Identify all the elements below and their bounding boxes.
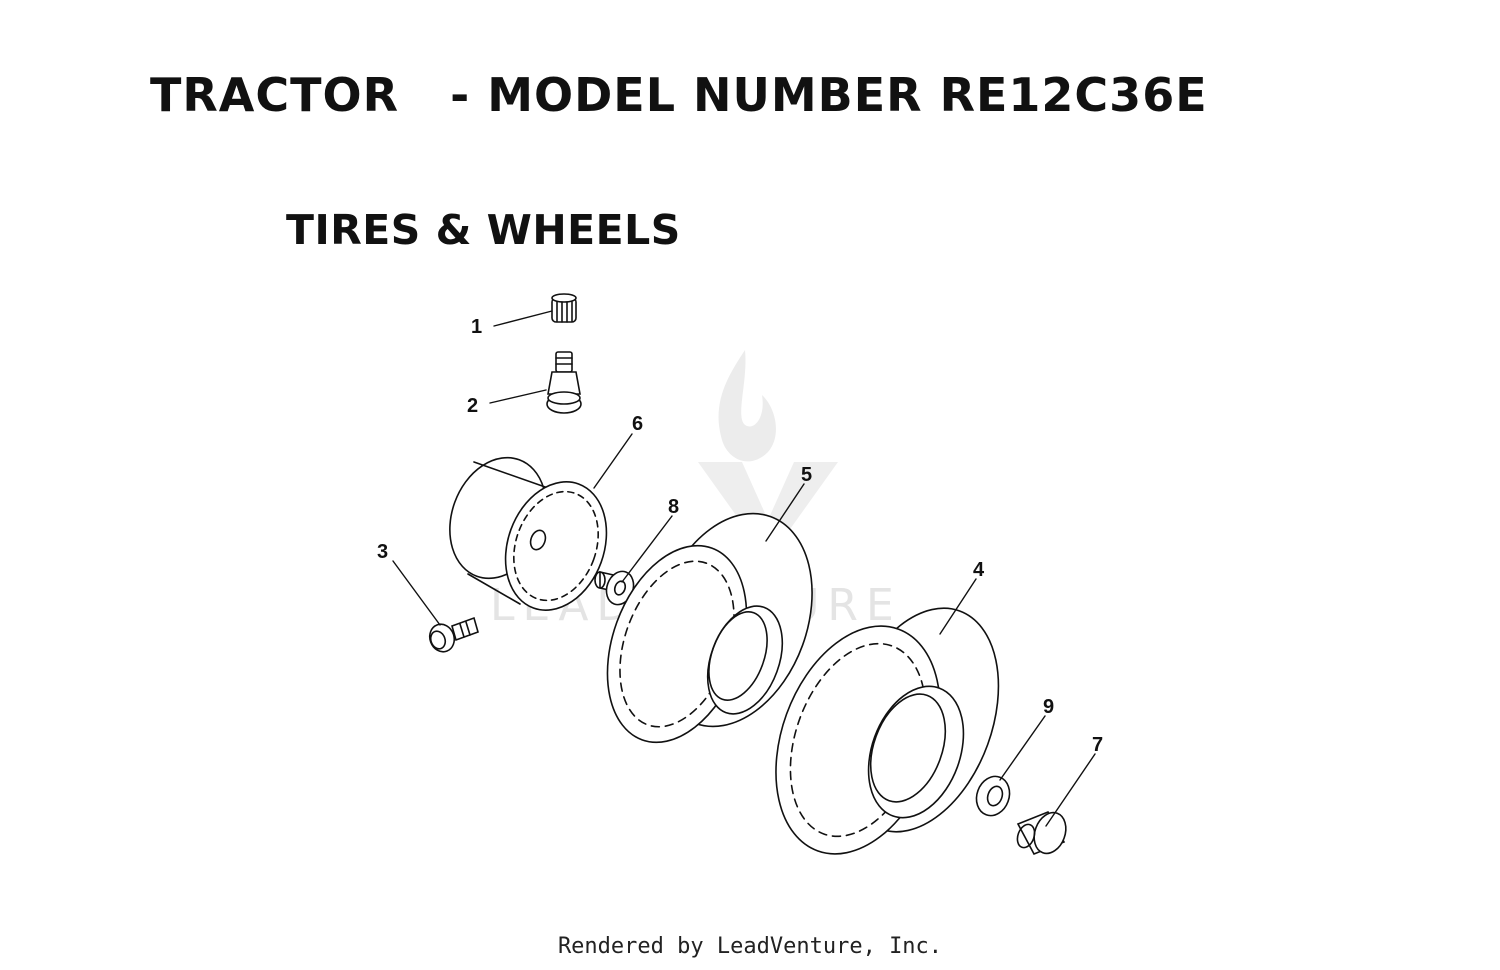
callout-3: 3	[377, 541, 388, 563]
callout-7: 7	[1092, 734, 1103, 756]
callout-9: 9	[1043, 696, 1054, 718]
part-1-valve-cap	[551, 293, 577, 323]
part-2-valve-stem	[546, 351, 582, 414]
footer-credit: Rendered by LeadVenture, Inc.	[557, 934, 943, 959]
callout-1: 1	[471, 316, 482, 338]
callouts: 1 2 3 4 5 6 7 8 9	[377, 316, 1103, 756]
part-6-wheel-rim	[449, 456, 608, 611]
leader-lines	[392, 310, 1096, 827]
section-title: TIRES & WHEELS	[286, 206, 681, 254]
part-9-washer	[975, 775, 1011, 817]
parts-diagram: LEADVENTURE	[377, 293, 1103, 856]
callout-2: 2	[467, 395, 478, 417]
callout-5: 5	[801, 464, 812, 486]
diagram-title: TRACTOR - MODEL NUMBER RE12C36E	[150, 68, 1208, 122]
part-3-bolt	[428, 616, 479, 653]
callout-8: 8	[668, 496, 679, 518]
part-5-tire	[606, 512, 813, 744]
callout-4: 4	[973, 559, 985, 581]
watermark-flame-icon	[718, 350, 776, 462]
part-4-tire	[775, 607, 1000, 855]
part-7-hub-cap	[1016, 810, 1067, 856]
callout-6: 6	[632, 413, 643, 435]
